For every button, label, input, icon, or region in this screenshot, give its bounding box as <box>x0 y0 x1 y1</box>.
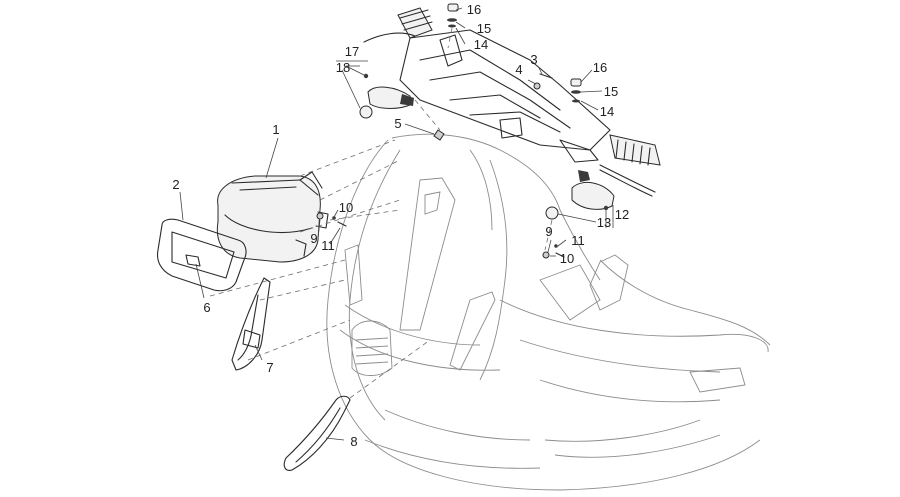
callout-18: 18 <box>336 60 350 75</box>
callout-9-right: 9 <box>545 224 552 239</box>
headlight-unit <box>216 171 329 263</box>
callout-6: 6 <box>203 300 210 315</box>
callout-4: 4 <box>515 62 522 77</box>
hardware-parts <box>316 3 582 259</box>
callout-15-left: 15 <box>477 21 491 36</box>
callout-7: 7 <box>266 360 273 375</box>
callout-8: 8 <box>350 434 357 449</box>
callout-14-left: 14 <box>474 37 488 52</box>
leader-lines <box>179 7 607 441</box>
callout-11-right: 11 <box>571 233 585 248</box>
front-shield-body <box>326 133 771 491</box>
headlight-trim-ring <box>156 218 247 292</box>
callout-9-left: 9 <box>310 231 317 246</box>
callout-2: 2 <box>172 177 179 192</box>
callout-10-left: 10 <box>339 200 353 215</box>
callout-16-right: 16 <box>593 60 607 75</box>
callout-17: 17 <box>345 44 359 59</box>
handlebar-assembly <box>363 7 661 197</box>
right-turn-signal <box>545 170 615 220</box>
callout-14-right: 14 <box>600 104 614 119</box>
left-front-trim <box>231 277 271 371</box>
callout-5: 5 <box>394 116 401 131</box>
callout-11-left: 11 <box>321 238 335 253</box>
callout-1: 1 <box>272 122 279 137</box>
callout-3: 3 <box>530 52 537 67</box>
callout-13: 13 <box>597 215 611 230</box>
assembly-guide-lines <box>209 27 553 399</box>
callout-12: 12 <box>615 207 629 222</box>
callout-16-left: 16 <box>467 2 481 17</box>
callout-labels: 1 2 3 4 5 6 7 8 9 9 10 10 11 11 12 13 14… <box>172 2 629 449</box>
lower-side-trim <box>283 395 351 471</box>
left-turn-signal <box>359 73 414 119</box>
callout-10-right: 10 <box>560 251 574 266</box>
callout-15-right: 15 <box>604 84 618 99</box>
